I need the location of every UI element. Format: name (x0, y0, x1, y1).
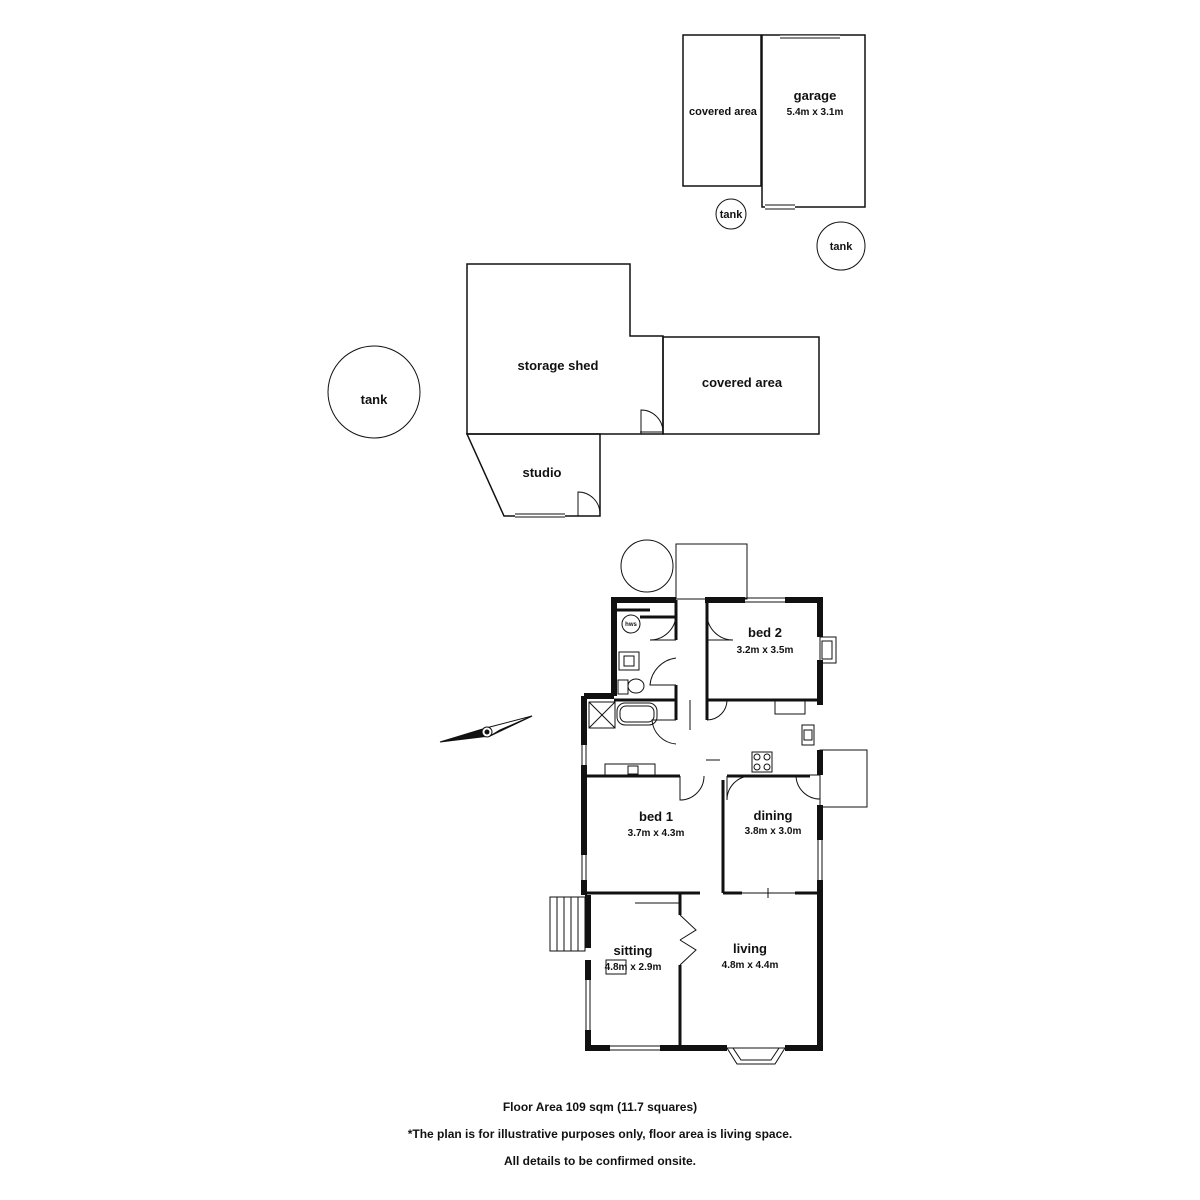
garden-tank (620, 539, 674, 593)
exterior-walls (581, 597, 823, 1051)
storage-shed-outline (466, 263, 664, 435)
shower (588, 701, 616, 729)
side-porch (819, 749, 868, 808)
bed1-label: bed 1 (639, 809, 673, 824)
shed-door (640, 409, 664, 434)
disclaimer-note: *The plan is for illustrative purposes o… (407, 1127, 793, 1141)
tank-small-1-label: tank (720, 209, 744, 221)
front-steps (549, 896, 586, 952)
sitting-dims: 4.8m x 2.9m (605, 962, 662, 973)
tank-large-label: tank (361, 392, 389, 407)
living-dims: 4.8m x 4.4m (722, 960, 779, 971)
living-label: living (733, 941, 767, 956)
bed2-dims: 3.2m x 3.5m (737, 645, 794, 656)
tank-small-1 (715, 198, 747, 230)
storage-shed-label: storage shed (518, 358, 599, 373)
kitchen-sink (801, 724, 815, 746)
dining-dims: 3.8m x 3.0m (745, 826, 802, 837)
interior-walls (584, 600, 820, 1048)
shed-block (465, 263, 820, 518)
garage-block (682, 34, 866, 210)
covered-area-mid-outline (662, 336, 820, 435)
bed1-dims: 3.7m x 4.3m (628, 828, 685, 839)
studio-label: studio (523, 465, 562, 480)
cooktop (751, 751, 773, 773)
basin (618, 651, 640, 671)
confirm-note: All details to be confirmed onsite. (503, 1154, 697, 1168)
kitchen-bench (774, 699, 806, 715)
floor-plan: covered area garage 5.4m x 3.1m tank tan… (327, 34, 868, 1065)
hws-unit (621, 614, 641, 634)
bathtub (616, 702, 658, 726)
covered-area-top-label: covered area (689, 106, 758, 118)
windows (581, 597, 823, 1051)
sitting-label: sitting (614, 943, 653, 958)
studio-door (577, 491, 601, 516)
garage-label: garage (794, 88, 837, 103)
hws-label: hws (625, 622, 637, 628)
tank-large (327, 345, 421, 439)
fixtures (588, 614, 815, 975)
sitting-cabinet (605, 959, 627, 975)
garage-outline (761, 34, 866, 208)
doors (635, 613, 821, 966)
compass-icon (439, 715, 533, 743)
fireplace-bed2 (819, 636, 837, 664)
bed2-label: bed 2 (748, 625, 782, 640)
covered-area-mid-label: covered area (702, 375, 783, 390)
fireplace-living (726, 1047, 786, 1065)
dining-label: dining (754, 808, 793, 823)
rear-porch (675, 543, 748, 600)
tank-small-2-label: tank (830, 241, 854, 253)
garage-dims: 5.4m x 3.1m (787, 107, 844, 118)
studio-outline (465, 433, 601, 517)
floor-area-note: Floor Area 109 sqm (11.7 squares) (502, 1100, 698, 1114)
covered-area-top-outline (682, 34, 762, 187)
tank-small-2 (816, 221, 866, 271)
laundry-bench (604, 763, 656, 777)
toilet (627, 678, 645, 694)
